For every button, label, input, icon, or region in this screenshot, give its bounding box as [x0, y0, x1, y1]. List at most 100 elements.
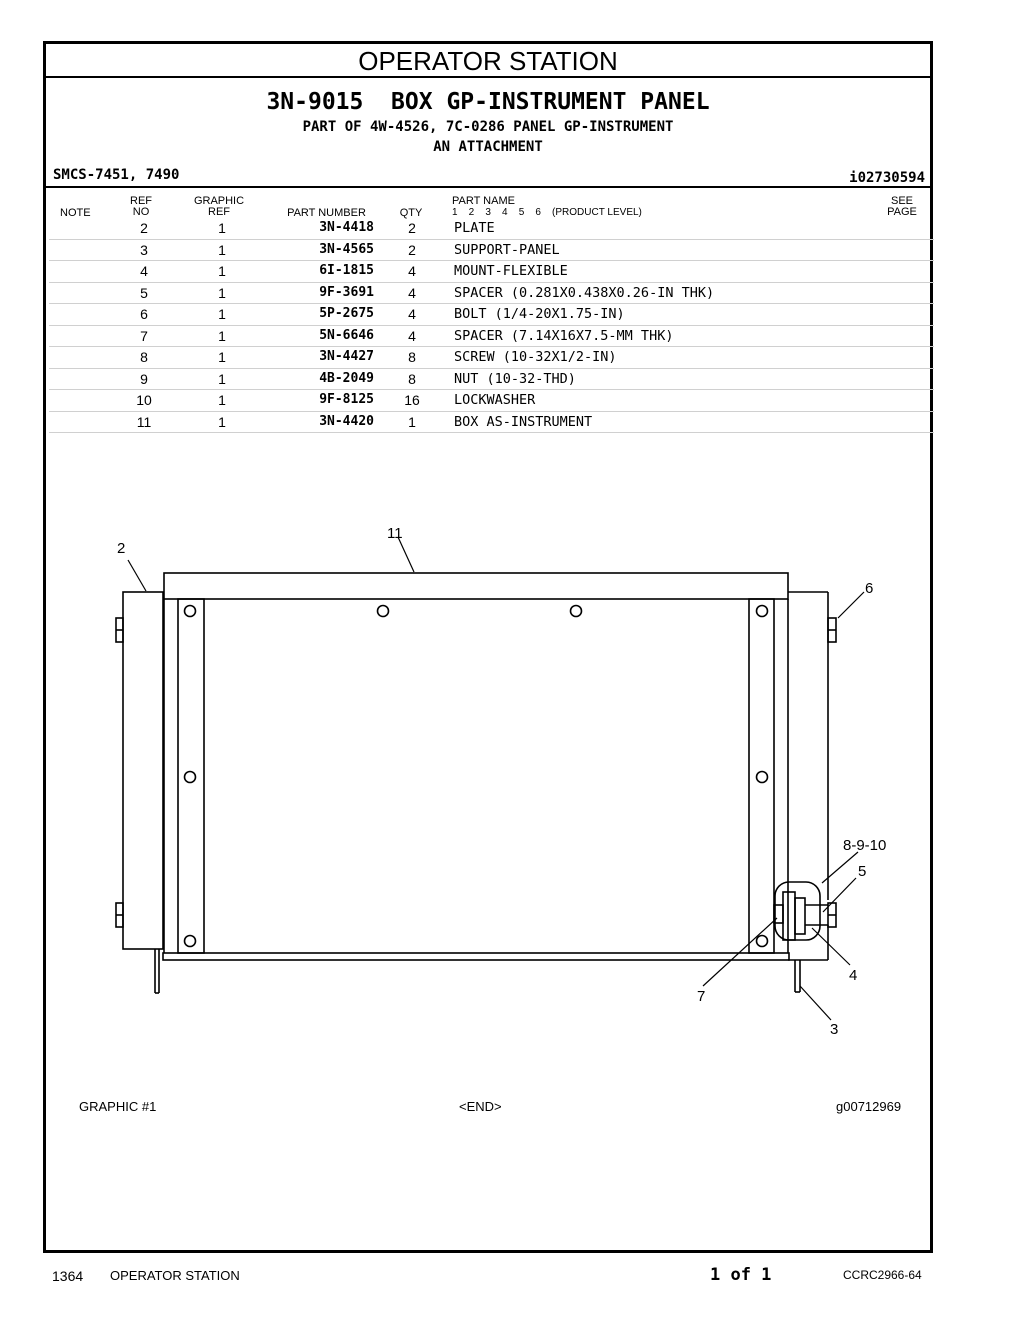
- header-divider: [46, 186, 930, 188]
- qty: 2: [408, 220, 416, 236]
- qty: 1: [408, 413, 416, 430]
- table-row: 9 1 4B-2049 8 NUT (10-32-THD): [49, 369, 934, 390]
- part-number: 4B-2049: [319, 370, 374, 386]
- part-number: 3N-4427: [319, 349, 374, 364]
- part-number: 9F-3691: [319, 284, 374, 300]
- footer-section: OPERATOR STATION: [110, 1268, 240, 1283]
- graphic-ref: 1: [218, 327, 226, 344]
- part-name: SPACER (0.281X0.438X0.26-IN THK): [454, 284, 715, 301]
- ref-no: 5: [140, 284, 148, 301]
- part-number: 3N-4565: [319, 241, 374, 257]
- graphic-ref: 1: [218, 413, 226, 430]
- part-number: 6I-1815: [319, 263, 374, 278]
- qty: 16: [404, 392, 420, 408]
- callout-6: 6: [865, 580, 873, 597]
- qty: 4: [408, 284, 416, 301]
- subtitle-part-of: PART OF 4W-4526, 7C-0286 PANEL GP-INSTRU…: [302, 119, 674, 135]
- part-name: LOCKWASHER: [454, 392, 536, 408]
- smcs-code: SMCS-7451, 7490: [53, 167, 180, 183]
- left-plate: [122, 591, 164, 950]
- qty: 4: [408, 306, 416, 322]
- spacer-7: [782, 891, 796, 941]
- footer-doc-id: CCRC2966-64: [843, 1268, 922, 1282]
- callout-3: 3: [830, 1021, 838, 1038]
- box-base: [162, 952, 790, 961]
- qty: 4: [408, 263, 416, 279]
- part-number: 3N-4418: [319, 220, 374, 235]
- subtitle-attachment: AN ATTACHMENT: [433, 139, 543, 155]
- part-name: BOX AS-INSTRUMENT: [454, 413, 593, 430]
- part-name: MOUNT-FLEXIBLE: [454, 263, 568, 279]
- footer-pages: 1 of 1: [710, 1265, 772, 1285]
- page-frame: OPERATOR STATION 3N-9015 BOX GP-INSTRUME…: [43, 41, 934, 1253]
- ref-no: 7: [140, 327, 148, 344]
- ref-no: 10: [136, 392, 152, 408]
- ref-no: 2: [140, 220, 148, 236]
- part-number: 5N-6646: [319, 327, 374, 343]
- page-title: 3N-9015 BOX GP-INSTRUMENT PANEL: [266, 89, 710, 115]
- header-part-number: PART NUMBER: [287, 207, 366, 219]
- graphic-ref: 1: [218, 263, 226, 279]
- part-number: 9F-8125: [319, 392, 374, 407]
- callout-4: 4: [849, 967, 857, 984]
- ref-no: 8: [140, 349, 148, 365]
- callout-7: 7: [697, 988, 705, 1005]
- end-marker: <END>: [459, 1099, 502, 1114]
- box-lid: [163, 572, 789, 600]
- ref-no: 9: [140, 370, 148, 387]
- part-name: SCREW (10-32X1/2-IN): [454, 349, 617, 365]
- part-name: BOLT (1/4-20X1.75-IN): [454, 306, 625, 322]
- part-number: 5P-2675: [319, 306, 374, 321]
- graphic-ref: 1: [218, 306, 226, 322]
- graphic-ref: 1: [218, 370, 226, 387]
- ref-no: 3: [140, 241, 148, 258]
- part-number: 3N-4420: [319, 413, 374, 429]
- callout-5: 5: [858, 863, 866, 880]
- header-note: NOTE: [60, 207, 91, 219]
- part-name: NUT (10-32-THD): [454, 370, 576, 387]
- graphic-ref: 1: [218, 284, 226, 301]
- graphic-ref: 1: [218, 349, 226, 365]
- illustration-id: i02730594: [849, 170, 925, 186]
- ref-no: 6: [140, 306, 148, 322]
- graphic-caption: GRAPHIC #1: [79, 1099, 157, 1114]
- graphic-ref: 1: [218, 220, 226, 236]
- qty: 8: [408, 370, 416, 387]
- spacer-5: [794, 897, 806, 935]
- table-row: 2 1 3N-4418 2 PLATE: [49, 218, 934, 240]
- ref-no: 4: [140, 263, 148, 279]
- header-qty: QTY: [399, 207, 423, 219]
- flexible-mount: [774, 881, 821, 941]
- section-title: OPERATOR STATION: [46, 44, 930, 78]
- callout-11: 11: [387, 525, 403, 542]
- graphic-id: g00712969: [836, 1099, 902, 1114]
- callout-2: 2: [117, 540, 125, 557]
- qty: 8: [408, 349, 416, 365]
- table-row: 6 1 5P-2675 4 BOLT (1/4-20X1.75-IN): [49, 304, 934, 326]
- table-row: 7 1 5N-6646 4 SPACER (7.14X16X7.5-MM THK): [49, 326, 934, 347]
- callout-8-9-10: 8-9-10: [843, 837, 886, 854]
- qty: 4: [408, 327, 416, 344]
- graphic-ref: 1: [218, 392, 226, 408]
- right-channel: [748, 598, 775, 954]
- ref-no: 11: [136, 413, 152, 430]
- table-row: 3 1 3N-4565 2 SUPPORT-PANEL: [49, 240, 934, 261]
- table-row: 10 1 9F-8125 16 LOCKWASHER: [49, 390, 934, 412]
- part-name: SPACER (7.14X16X7.5-MM THK): [454, 327, 674, 344]
- part-name: PLATE: [454, 220, 495, 236]
- table-row: 8 1 3N-4427 8 SCREW (10-32X1/2-IN): [49, 347, 934, 369]
- qty: 2: [408, 241, 416, 258]
- table-row: 5 1 9F-3691 4 SPACER (0.281X0.438X0.26-IN TH…: [49, 283, 934, 304]
- graphic-ref: 1: [218, 241, 226, 258]
- footer-page-number: 1364: [52, 1268, 84, 1284]
- part-name: SUPPORT-PANEL: [454, 241, 560, 258]
- header-part-name: PART NAME 1 2 3 4 5 6 (PRODUCT LEVEL): [452, 195, 642, 219]
- left-channel: [177, 598, 205, 954]
- table-row: 4 1 6I-1815 4 MOUNT-FLEXIBLE: [49, 261, 934, 283]
